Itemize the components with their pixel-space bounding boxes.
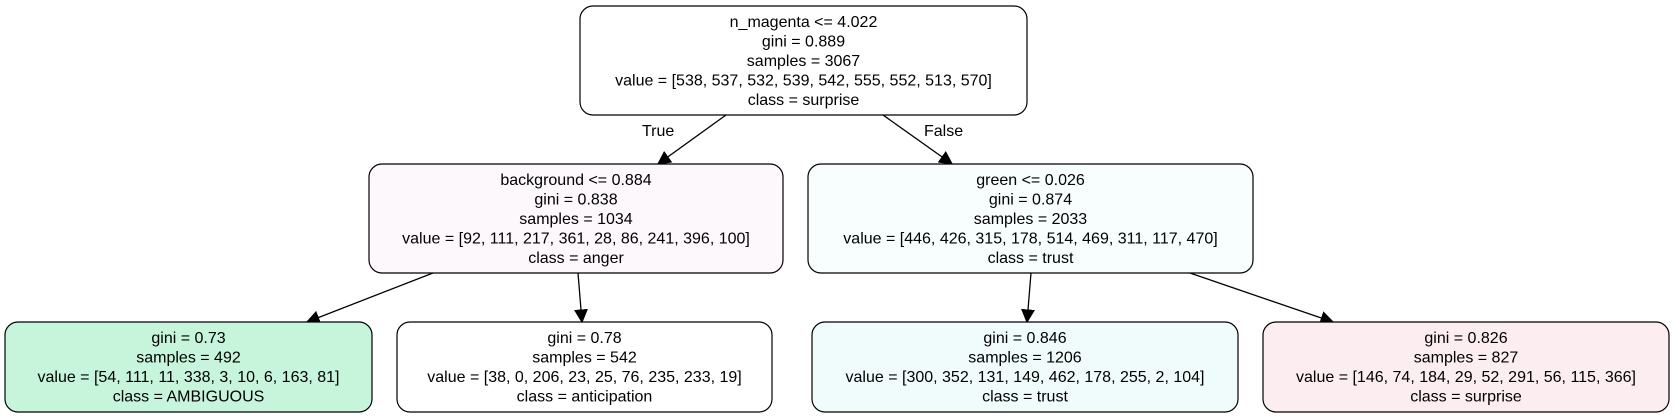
nodes-layer: n_magenta <= 4.022 gini = 0.889 samples = … [4,5,1670,413]
node-box [811,321,1239,413]
node-box [579,5,1028,116]
node-text-line: samples = 3067 [747,53,861,70]
node-text-line: gini = 0.73 [151,330,225,347]
tree-node-right: green <= 0.026 gini = 0.874 samples = 2033… [807,163,1254,274]
node-text-line: gini = 0.889 [762,34,845,51]
node-text-line: samples = 542 [532,350,637,367]
edge-root-to-left [656,114,727,165]
node-text-line: green <= 0.026 [976,172,1085,189]
node-text-line: gini = 0.838 [534,192,617,209]
node-text-line: value = [300, 352, 131, 149, 462, 178, 2… [846,369,1205,386]
tree-node-left-left: gini = 0.73 samples = 492 value = [54, 111… [4,321,373,413]
tree-node-root: n_magenta <= 4.022 gini = 0.889 samples = … [579,5,1028,116]
node-text-line: n_magenta <= 4.022 [730,14,878,31]
node-box [1262,321,1670,413]
node-text-line: class = AMBIGUOUS [113,389,265,406]
edge-left-to-left-right [573,272,588,324]
tree-node-right-left: gini = 0.846 samples = 1206 value = [300, … [811,321,1239,413]
edge-root-to-right [882,114,954,165]
node-text-line: class = surprise [748,92,860,109]
node-text-line: samples = 492 [136,350,241,367]
node-text-line: gini = 0.826 [1424,330,1507,347]
node-text-line: background <= 0.884 [500,172,651,189]
node-text-line: class = anticipation [517,389,653,406]
edge-right-to-right-left [1021,272,1036,324]
node-text-line: samples = 2033 [974,211,1088,228]
node-text-line: class = trust [982,389,1068,406]
edge-left-to-left-left [305,272,434,324]
node-text-line: value = [92, 111, 217, 361, 28, 86, 241,… [402,231,750,248]
node-text-line: gini = 0.846 [983,330,1066,347]
node-text-line: samples = 1206 [968,350,1082,367]
tree-node-left: background <= 0.884 gini = 0.838 samples =… [368,163,784,274]
node-text-line: value = [538, 537, 532, 539, 542, 555, 5… [615,73,992,90]
node-text-line: value = [146, 74, 184, 29, 52, 291, 56, … [1296,369,1636,386]
node-text-line: value = [54, 111, 11, 338, 3, 10, 6, 163… [37,369,339,386]
node-box [368,163,784,274]
node-text-line: samples = 827 [1414,350,1519,367]
node-text-line: gini = 0.874 [989,192,1072,209]
node-text-line: gini = 0.78 [547,330,621,347]
node-text-line: class = anger [528,250,624,267]
node-text-line: class = trust [988,250,1074,267]
edge-label-true: True [642,123,674,140]
node-box [396,321,773,413]
edge-label-false: False [924,123,963,140]
node-text-line: value = [38, 0, 206, 23, 25, 76, 235, 23… [427,369,741,386]
node-text-line: value = [446, 426, 315, 178, 514, 469, 3… [843,231,1217,248]
tree-node-left-right: gini = 0.78 samples = 542 value = [38, 0, … [396,321,773,413]
node-box [807,163,1254,274]
node-text-line: class = surprise [1410,389,1522,406]
node-box [4,321,373,413]
edges-layer: True False [305,114,1335,325]
tree-node-right-right: gini = 0.826 samples = 827 value = [146, 7… [1262,321,1670,413]
node-text-line: samples = 1034 [519,211,633,228]
edge-right-to-right-right [1189,272,1335,325]
